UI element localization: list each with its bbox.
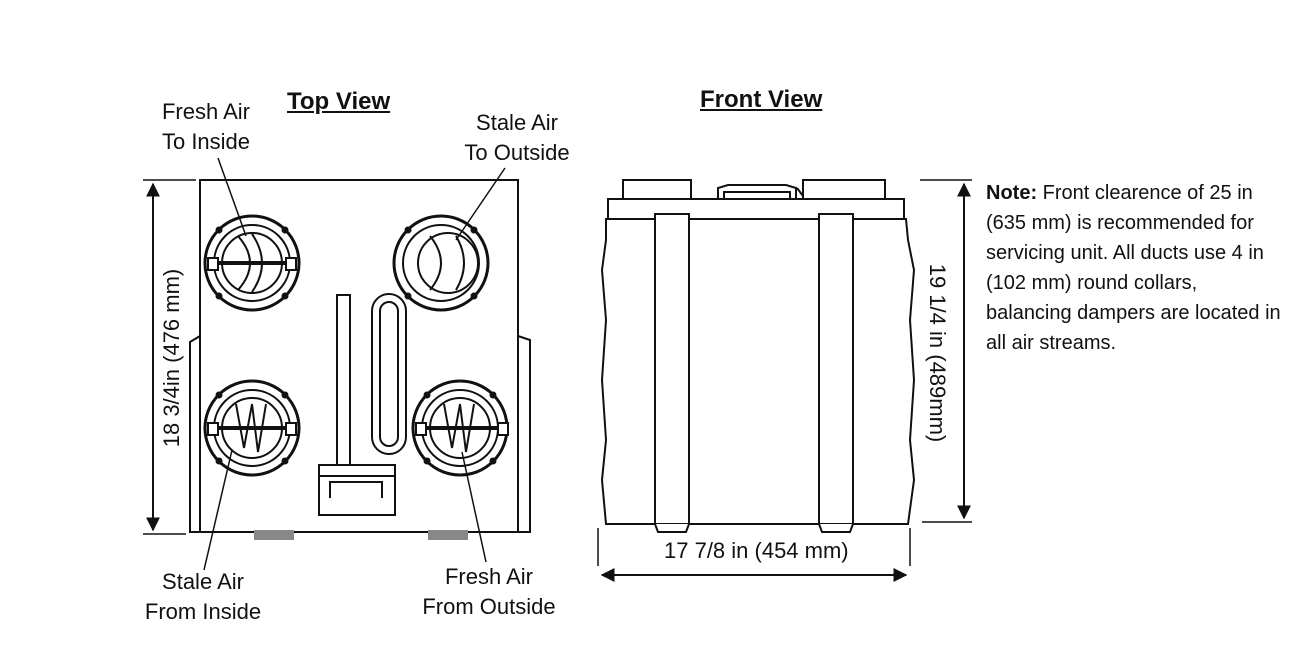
center-rod: [336, 294, 351, 466]
port-fresh-to-inside: [203, 214, 301, 312]
top-view: [189, 179, 531, 540]
front-strap-left: [654, 213, 690, 525]
note-body: Front clearence of 25 in (635 mm) is rec…: [986, 182, 1281, 354]
top-height-dimension-label: 18 3/4in (476 mm): [159, 268, 184, 448]
front-width-dimension-label: 17 7/8 in (454 mm): [664, 538, 849, 563]
foot-left: [254, 530, 294, 540]
label-stale-air-to-outside: Stale Air To Outside: [464, 110, 570, 165]
installation-note: Note: Front clearence of 25 in (635 mm) …: [986, 178, 1286, 358]
foot-right: [428, 530, 468, 540]
port-stale-from-inside: [203, 379, 301, 477]
front-height-dimension-label: 19 1/4 in (489mm): [925, 263, 950, 443]
note-heading: Note:: [986, 182, 1038, 204]
front-cap-left: [622, 179, 692, 201]
top-view-leaders: [203, 157, 506, 571]
front-height-dimension: [920, 179, 972, 523]
front-cap-right: [802, 179, 886, 201]
top-view-title: Top View: [287, 88, 391, 115]
front-body: [600, 218, 916, 525]
front-view: [600, 179, 916, 533]
top-height-dimension: [143, 179, 196, 535]
label-fresh-air-to-inside: Fresh Air To Inside: [161, 99, 251, 154]
port-stale-to-outside: [392, 214, 490, 312]
port-fresh-from-outside: [411, 379, 509, 477]
label-fresh-air-from-outside: Fresh Air From Outside: [422, 564, 556, 619]
front-width-dimension: [597, 528, 911, 582]
front-lid: [607, 198, 905, 220]
front-view-title: Front View: [700, 86, 823, 113]
front-strap-right: [818, 213, 854, 525]
label-stale-air-from-inside: Stale Air From Inside: [144, 569, 262, 624]
